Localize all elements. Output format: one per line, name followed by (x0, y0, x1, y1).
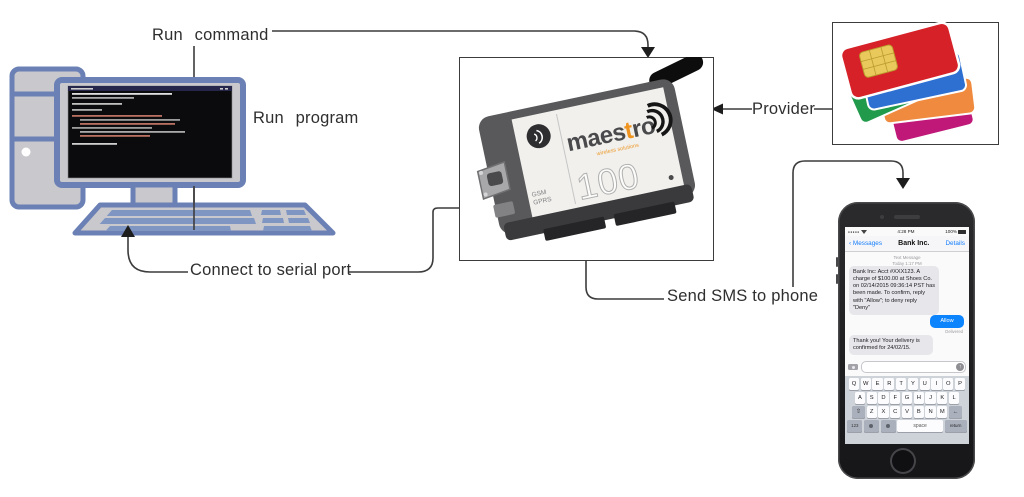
incoming-message-bubble-2: Thank you! Your delivery is confirmed fo… (849, 335, 933, 356)
message-timestamp: Text Message Today 1:17 PM (892, 255, 922, 266)
key-j[interactable]: J (925, 392, 936, 404)
outgoing-message-bubble: Allow (930, 315, 964, 329)
key-o[interactable]: O (943, 378, 954, 390)
arrowhead-into-keyboard (121, 225, 135, 237)
run-command-line-to-modem (272, 30, 649, 48)
key-p[interactable]: P (954, 378, 966, 390)
key-d[interactable]: D (878, 392, 889, 404)
arrowhead-into-modem-top (641, 47, 655, 58)
serial-port-connector (476, 160, 515, 218)
key-h[interactable]: H (913, 392, 924, 404)
key-y[interactable]: Y (907, 378, 918, 390)
back-to-messages-button[interactable]: ‹ Messages (849, 240, 883, 247)
key-e[interactable]: E (872, 378, 883, 390)
phone-status-bar: ●●●●● 4:28 PM 100% (845, 227, 969, 236)
phone-home-button[interactable] (890, 448, 916, 474)
messages-nav-bar: ‹ Messages Bank Inc. Details (845, 236, 969, 252)
key-i[interactable]: I (931, 378, 942, 390)
phone-speaker (894, 215, 920, 219)
sim-chip (859, 44, 898, 78)
key-u[interactable]: U (919, 378, 930, 390)
modem-logo-roundel (526, 124, 551, 149)
backspace-key[interactable]: ← (949, 406, 963, 418)
delivered-status: Delivered (945, 329, 963, 334)
smartphone-graphic: ●●●●● 4:28 PM 100% ‹ Messages Bank Inc. … (836, 202, 975, 479)
phone-volume-button (836, 274, 838, 284)
modem-network-gprs: GPRS (533, 196, 553, 207)
modem-network-gsm: GSM (531, 189, 547, 199)
computer-keyboard (72, 202, 336, 236)
label-provider: Provider (752, 100, 816, 118)
label-connect-serial: Connect to serial port (190, 261, 352, 279)
conversation-title: Bank Inc. (898, 240, 930, 247)
numbers-key[interactable]: 123 (847, 420, 863, 432)
phone-screen: ●●●●● 4:28 PM 100% ‹ Messages Bank Inc. … (845, 227, 969, 444)
emoji-key[interactable] (863, 420, 879, 432)
key-m[interactable]: M (937, 406, 948, 418)
battery-icon (958, 230, 966, 234)
return-key[interactable]: return (944, 420, 967, 432)
incoming-message-bubble: Bank Inc: Acct #XXX123. A charge of $100… (849, 266, 939, 315)
key-x[interactable]: X (878, 406, 889, 418)
shift-key[interactable]: ⇧ (851, 406, 865, 418)
battery-percent: 100% (945, 229, 957, 234)
signal-arcs-icon (646, 102, 673, 137)
key-g[interactable]: G (901, 392, 913, 404)
phone-front-camera-icon (880, 215, 884, 219)
key-k[interactable]: K (937, 392, 948, 404)
message-input-row: ↑ (845, 359, 969, 375)
dictation-mic-key[interactable] (880, 420, 896, 432)
send-sms-line-left (585, 259, 664, 300)
space-key[interactable]: space (897, 420, 944, 432)
label-send-sms: Send SMS to phone (667, 287, 819, 305)
key-t[interactable]: T (896, 378, 907, 390)
key-w[interactable]: W (860, 378, 871, 390)
sim-card-red (839, 22, 961, 100)
key-v[interactable]: V (901, 406, 913, 418)
gsm-modem-graphic: maestro wireless solutions 100 GSM GPRS (476, 57, 704, 241)
send-button[interactable]: ↑ (956, 362, 965, 371)
message-input-field[interactable]: ↑ (861, 361, 966, 373)
connect-serial-line-right (348, 207, 459, 273)
key-n[interactable]: N (925, 406, 936, 418)
key-q[interactable]: Q (848, 378, 860, 390)
tower-power-button (21, 147, 31, 157)
key-s[interactable]: S (866, 392, 877, 404)
key-r[interactable]: R (884, 378, 895, 390)
wifi-icon (860, 229, 867, 234)
label-run-program: Run program (253, 109, 359, 127)
key-c[interactable]: C (890, 406, 901, 418)
signal-dots-icon: ●●●●● (848, 230, 860, 234)
key-a[interactable]: A (854, 392, 865, 404)
key-z[interactable]: Z (866, 406, 877, 418)
sim-cards-graphic (839, 22, 977, 143)
send-sms-line-to-phone (792, 160, 904, 287)
arrowhead-into-modem-right (711, 103, 723, 115)
label-run-command: Run command (152, 26, 269, 44)
connect-serial-line-left (127, 237, 188, 273)
computer-monitor (54, 77, 246, 211)
phone-mute-switch (836, 257, 838, 267)
key-f[interactable]: F (890, 392, 901, 404)
camera-icon[interactable] (848, 364, 858, 370)
computer-graphic (9, 66, 336, 236)
terminal-window (67, 85, 233, 179)
key-l[interactable]: L (949, 392, 960, 404)
key-b[interactable]: B (913, 406, 924, 418)
details-button[interactable]: Details (945, 240, 965, 247)
keyboard-bottom-row: 123 space return (845, 420, 969, 432)
modem-label (511, 87, 684, 218)
arrowhead-into-phone (896, 178, 910, 189)
status-time: 4:28 PM (897, 229, 915, 234)
